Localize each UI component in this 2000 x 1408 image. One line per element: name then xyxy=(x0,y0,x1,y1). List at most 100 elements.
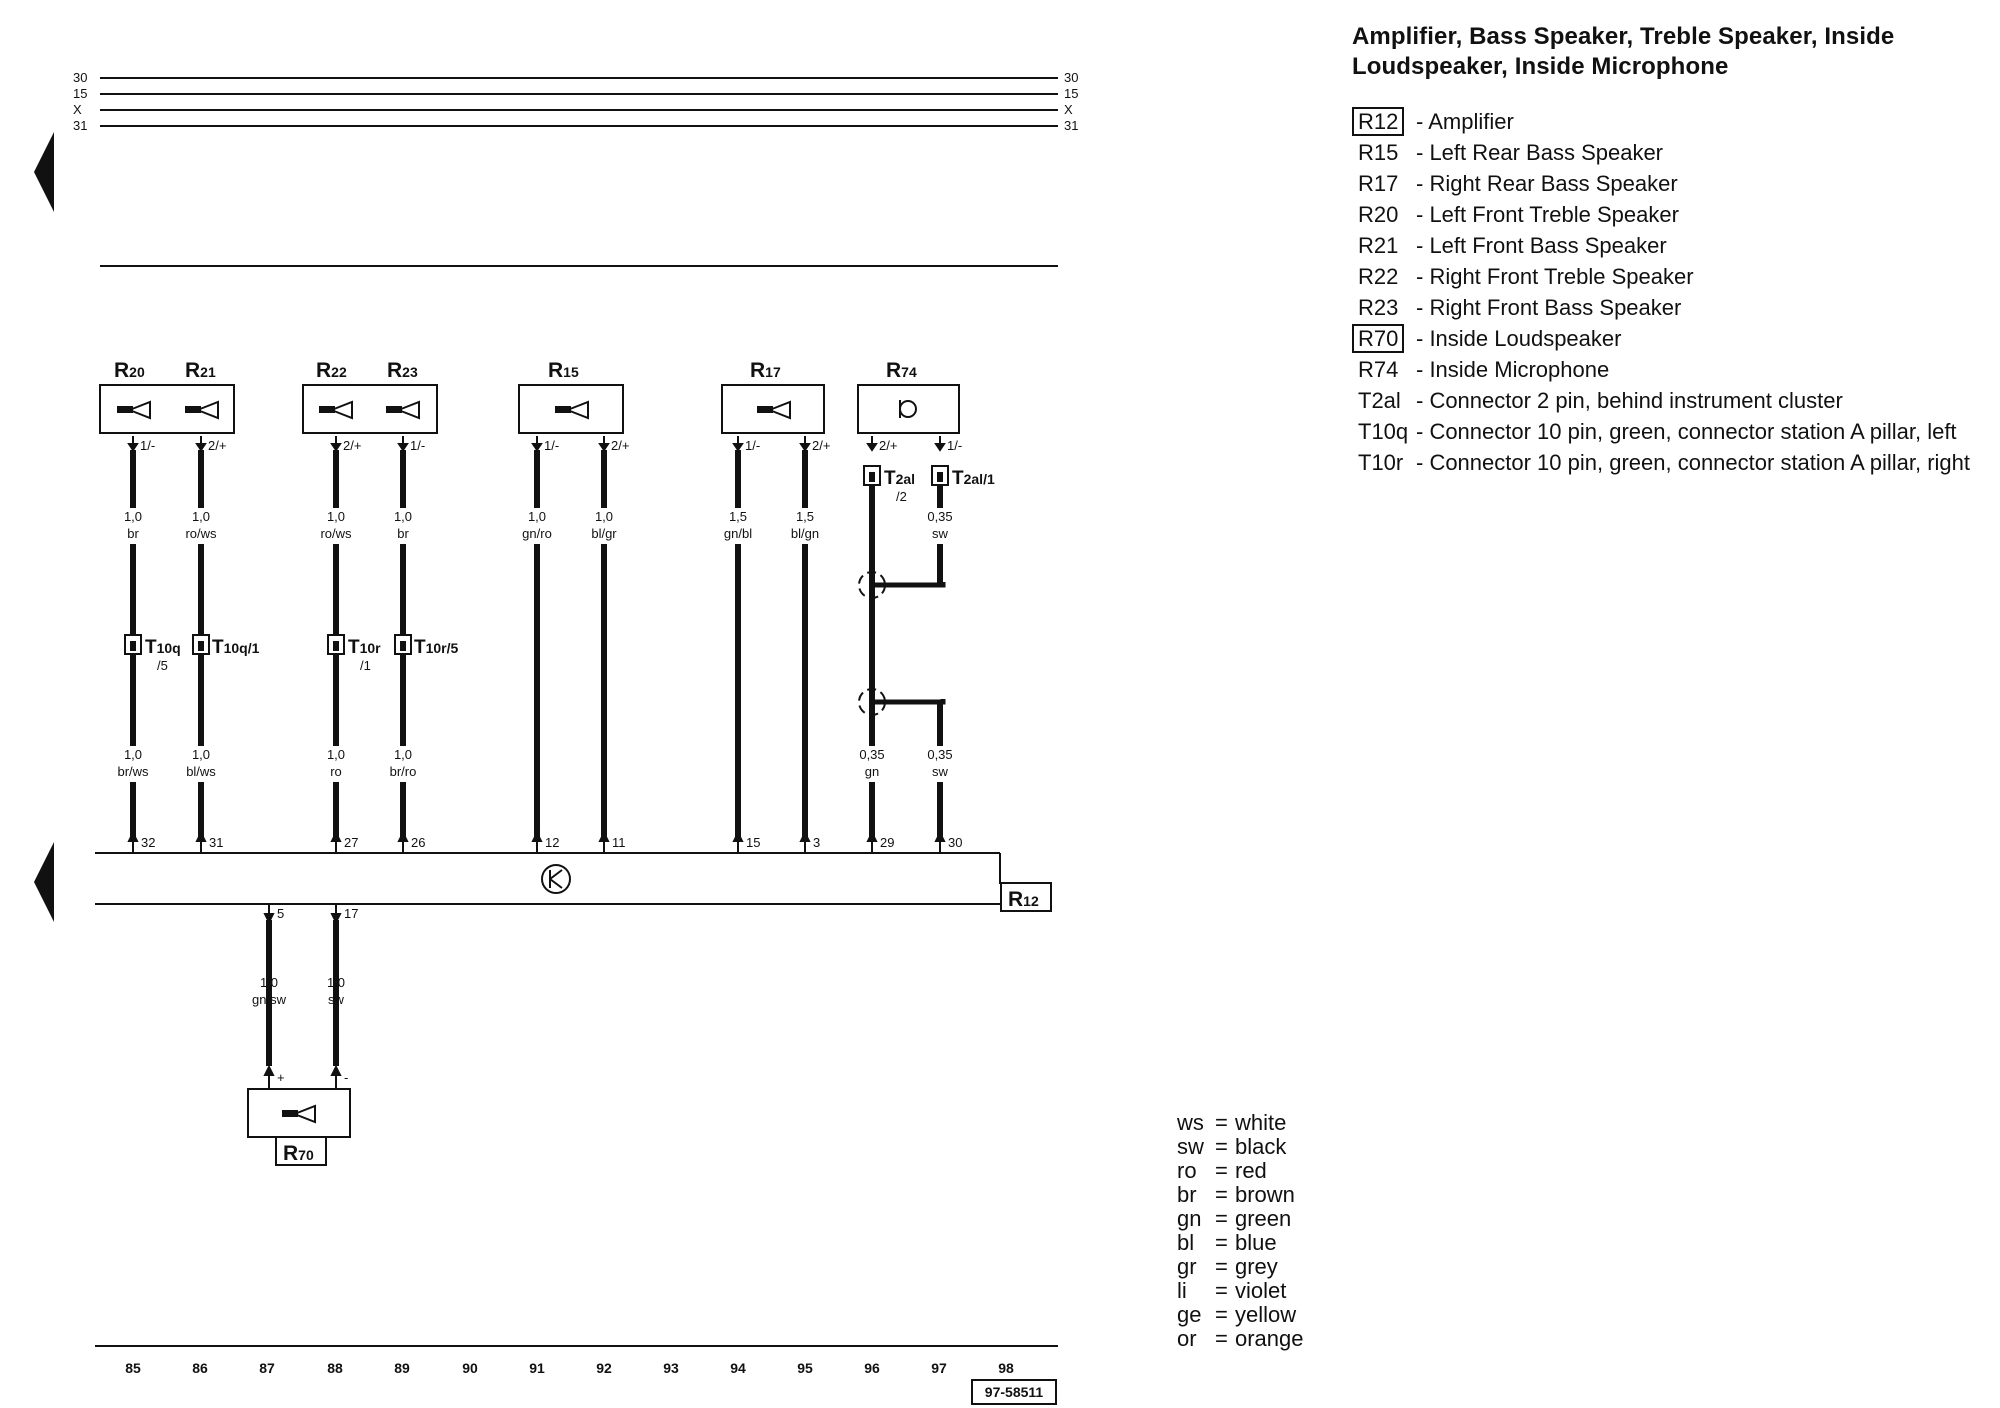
color-abbr: ws xyxy=(1177,1110,1204,1135)
legend-item: R12- Amplifier xyxy=(1352,107,1992,136)
shield-loop-lower xyxy=(858,688,886,716)
wire-color-85: br xyxy=(127,526,139,541)
component-labels: R20 R21 R22 R23 R15 R17 R74 xyxy=(114,359,917,382)
legend-description: - Left Front Bass Speaker xyxy=(1416,233,1667,258)
bus-label-30-left: 30 xyxy=(73,70,87,85)
legend-item: T10q- Connector 10 pin, green, connector… xyxy=(1352,418,1992,446)
legend-code: R70 xyxy=(1352,324,1416,353)
legend-description: - Right Front Bass Speaker xyxy=(1416,295,1682,320)
bus-label-x-right: X xyxy=(1064,102,1073,117)
connector-label-t2al1: T2al/1 xyxy=(952,468,995,489)
label-r15: R15 xyxy=(548,359,579,382)
pin-arrows-bottom xyxy=(263,905,342,1089)
color-name: red xyxy=(1235,1158,1267,1183)
connector-pin-t10r1: /1 xyxy=(360,658,371,673)
wire-size-bottom-88: 1,0 xyxy=(327,975,345,990)
label-r20: R20 xyxy=(114,359,145,382)
legend-panel: Amplifier, Bass Speaker, Treble Speaker,… xyxy=(1352,22,1992,480)
color-name: brown xyxy=(1235,1182,1295,1207)
wire-size-95: 1,5 xyxy=(796,509,814,524)
legend-code: R15 xyxy=(1358,140,1399,165)
label-r21: R21 xyxy=(185,359,216,382)
axis-number: 94 xyxy=(730,1360,746,1376)
pin-label-94: 1/- xyxy=(745,438,760,453)
wire-size-86: 1,0 xyxy=(192,509,210,524)
bus-label-30-right: 30 xyxy=(1064,70,1078,85)
color-key-item: gn=green xyxy=(1177,1207,1304,1231)
wire-size-lower-88: 1,0 xyxy=(327,747,345,762)
equals-sign: = xyxy=(1215,1158,1228,1183)
legend-description: - Connector 10 pin, green, connector sta… xyxy=(1416,450,1970,475)
diagram-id: 97-58511 xyxy=(985,1384,1044,1400)
wire-color-lower-96: gn xyxy=(865,764,879,779)
amp-pin-3: 3 xyxy=(813,835,820,850)
legend-description: - Right Front Treble Speaker xyxy=(1416,264,1694,289)
connector-icon-89 xyxy=(394,634,412,655)
connector-icon-97 xyxy=(931,465,949,486)
legend-code: R74 xyxy=(1358,357,1399,382)
legend-item: R20- Left Front Treble Speaker xyxy=(1352,201,1992,229)
amp-pin-11: 11 xyxy=(612,835,626,850)
legend-description: - Inside Loudspeaker xyxy=(1416,326,1622,351)
pin-arrows-top xyxy=(127,436,946,452)
legend-description: - Left Front Treble Speaker xyxy=(1416,202,1679,227)
bottom-pin-labels: 5 17 + - xyxy=(277,906,358,1085)
wire-size-lower-96: 0,35 xyxy=(859,747,884,762)
color-key-item: ro=red xyxy=(1177,1159,1304,1183)
wire-size-94: 1,5 xyxy=(729,509,747,524)
connector-symbols xyxy=(124,465,949,655)
legend-item: T10r- Connector 10 pin, green, connector… xyxy=(1352,449,1992,477)
color-abbr: or xyxy=(1177,1326,1197,1351)
page-continue-arrow-icon-lower xyxy=(34,842,54,922)
pin-label-88: 2/+ xyxy=(343,438,361,453)
legend-description: - Left Rear Bass Speaker xyxy=(1416,140,1664,165)
amp-pin-29: 29 xyxy=(880,835,894,850)
connector-label-t10r1: T10r xyxy=(348,637,381,658)
r70-tag-box xyxy=(275,1136,327,1166)
amplifier-tag-box xyxy=(1000,882,1052,912)
axis-number: 93 xyxy=(663,1360,679,1376)
speaker-icon-r22 xyxy=(319,400,353,420)
color-key-item: ge=yellow xyxy=(1177,1303,1304,1327)
legend-item: R70- Inside Loudspeaker xyxy=(1352,324,1992,353)
amp-pin-15: 15 xyxy=(746,835,760,850)
wire-color-91: gn/ro xyxy=(522,526,552,541)
wire-color-lower-86: bl/ws xyxy=(186,764,216,779)
amp-pin-12: 12 xyxy=(545,835,559,850)
shield-jumper-upper xyxy=(872,582,946,588)
connector-pin-t10q5: /5 xyxy=(157,658,168,673)
connector-icon-85 xyxy=(124,634,142,655)
color-name: yellow xyxy=(1235,1302,1297,1327)
legend-code: R17 xyxy=(1358,171,1399,196)
color-key-item: li=violet xyxy=(1177,1279,1304,1303)
equals-sign: = xyxy=(1215,1302,1228,1327)
pin-label-85: 1/- xyxy=(140,438,155,453)
legend-description: - Inside Microphone xyxy=(1416,357,1610,382)
bus-labels-left: 30 15 X 31 xyxy=(73,70,87,133)
axis-numbers: 85 86 87 88 89 90 91 92 93 94 95 96 97 9… xyxy=(125,1360,1014,1376)
label-r22: R22 xyxy=(316,359,347,382)
axis-number: 96 xyxy=(864,1360,880,1376)
legend-description: - Connector 2 pin, behind instrument clu… xyxy=(1416,388,1843,413)
pin-label-96: 2/+ xyxy=(879,438,897,453)
inside-loudspeaker-r70: R70 xyxy=(247,1088,351,1166)
axis-number: 95 xyxy=(797,1360,813,1376)
legend-code: R12 xyxy=(1352,107,1416,136)
legend-code: T2al xyxy=(1358,388,1401,413)
wire-labels-upper: 1,0 br 1,0 ro/ws 1,0 ro/ws 1,0 br 1,0 gn… xyxy=(124,509,953,541)
wire-size-lower-97: 0,35 xyxy=(927,747,952,762)
pin-label-89: 1/- xyxy=(410,438,425,453)
legend-description: - Connector 10 pin, green, connector sta… xyxy=(1416,419,1957,444)
wire-size-lower-85: 1,0 xyxy=(124,747,142,762)
box-r74 xyxy=(857,384,960,434)
connector-label-t10q5: T10q xyxy=(145,637,181,658)
bus-lines xyxy=(100,77,1058,267)
color-key-item: bl=blue xyxy=(1177,1231,1304,1255)
connector-label-t2al2: T2al xyxy=(884,468,915,489)
legend-description: - Amplifier xyxy=(1416,109,1514,134)
color-key-item: gr=grey xyxy=(1177,1255,1304,1279)
color-key-item: br=brown xyxy=(1177,1183,1304,1207)
equals-sign: = xyxy=(1215,1134,1228,1159)
label-r70: R70 xyxy=(283,1142,314,1165)
bus-label-31-right: 31 xyxy=(1064,118,1078,133)
